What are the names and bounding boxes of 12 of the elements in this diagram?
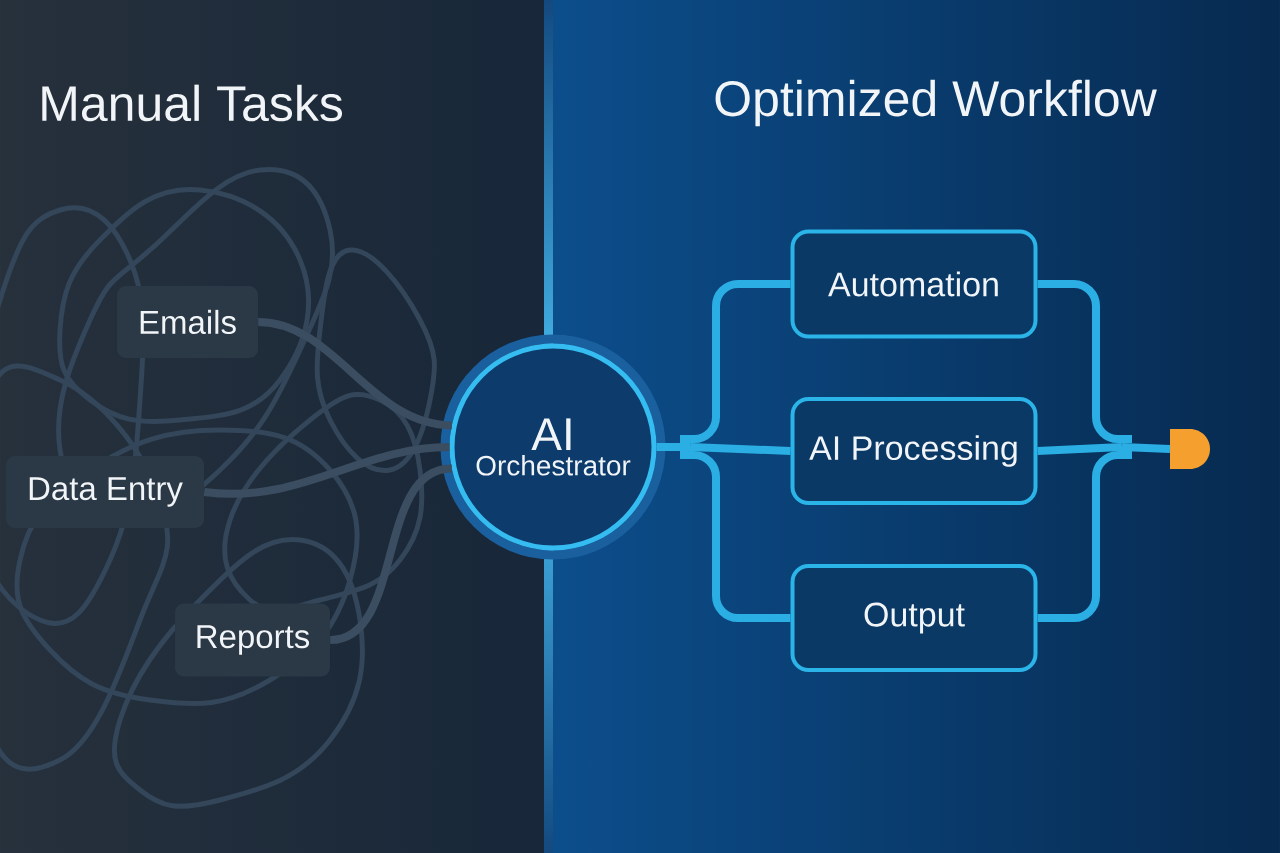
task-box: Emails — [117, 286, 258, 358]
task-box: Data Entry — [6, 456, 204, 528]
process-box: AI Processing — [790, 397, 1038, 505]
panel-heading: Manual Tasks — [42, 84, 343, 122]
task-box: Reports — [175, 603, 330, 677]
end-cap — [1170, 429, 1210, 469]
panel-heading: Optimized Workflow — [715, 79, 1157, 127]
connector-line — [257, 318, 453, 430]
connector-line — [329, 464, 453, 644]
process-box: Output — [790, 564, 1038, 672]
connector-line — [203, 443, 450, 498]
process-box: Automation — [790, 229, 1038, 339]
